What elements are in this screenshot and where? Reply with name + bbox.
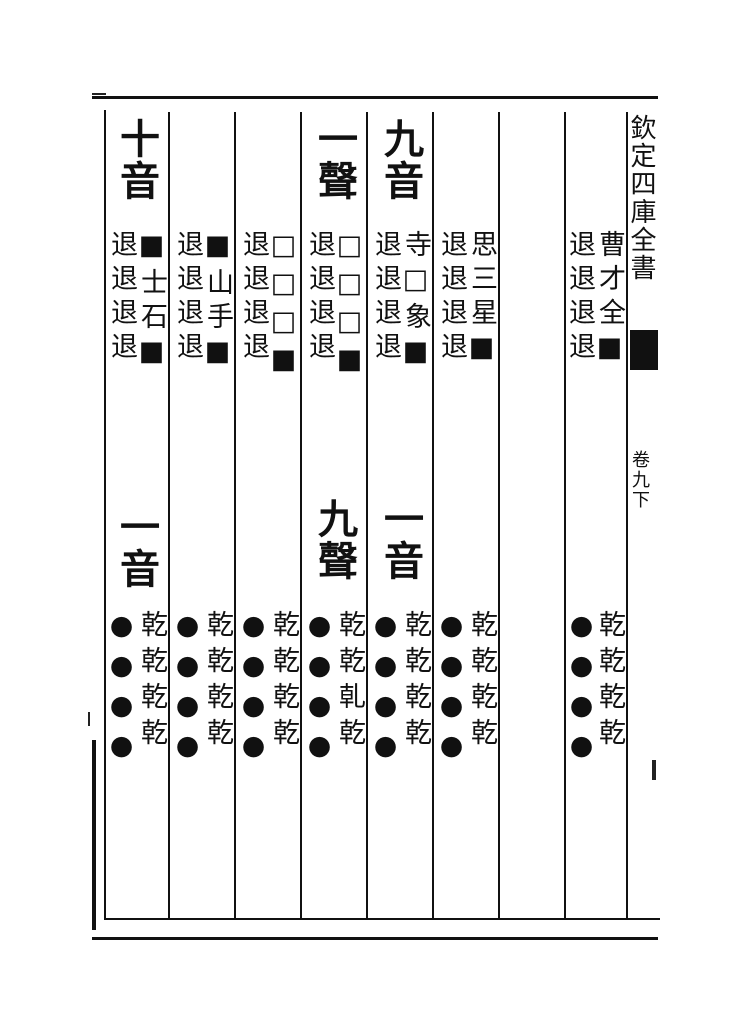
scan-mark (88, 712, 90, 726)
column-heading: 九音 (377, 118, 424, 202)
column-marks: ●●●● (106, 610, 137, 770)
column-marks: ●●●● (566, 610, 597, 770)
margin-volume: 卷九下 (629, 450, 650, 510)
scan-mark (652, 760, 656, 780)
column-subheading: 一音 (377, 498, 424, 582)
column-chars: 乾乾乹乾 (334, 610, 365, 754)
text-column-empty (502, 118, 564, 918)
text-column: 退退退退 □□□■ ●●●● 乾乾乾乾 (238, 118, 300, 918)
column-marks: ●●●● (370, 610, 401, 770)
margin-title: 欽定四庫全書 (626, 114, 656, 282)
column-chars: 乾乾乾乾 (466, 610, 497, 754)
column-rule (234, 112, 236, 918)
fishtail-mark (630, 330, 658, 370)
column-entries-a: 曹才全■ (594, 230, 625, 370)
column-rule (626, 112, 628, 918)
column-rule (564, 112, 566, 918)
column-chars: 乾乾乾乾 (202, 610, 233, 754)
column-entries-b: 退退退退 (304, 230, 335, 366)
column-marks: ●●●● (238, 610, 269, 770)
column-entries-b: 退退退退 (370, 230, 401, 366)
column-marks: ●●●● (172, 610, 203, 770)
column-rule (168, 112, 170, 918)
column-heading: 一聲 (311, 118, 358, 202)
column-entries-b: 退退退退 (106, 230, 137, 366)
text-column: 一聲 退退退退 □□□■ 九聲 ●●●● 乾乾乹乾 (304, 118, 366, 918)
page-frame (92, 96, 658, 940)
text-column: 退退退退 思三星■ ●●●● 乾乾乾乾 (436, 118, 498, 918)
column-subheading: 一音 (113, 506, 160, 590)
column-heading: 十音 (113, 118, 160, 202)
column-subheading: 九聲 (311, 498, 358, 582)
outer-border-mark (92, 740, 96, 930)
column-entries-a: 思三星■ (466, 230, 497, 370)
column-chars: 乾乾乾乾 (594, 610, 625, 754)
column-chars: 乾乾乾乾 (268, 610, 299, 754)
column-entries-a: □□□■ (334, 230, 365, 382)
column-rule (498, 112, 500, 918)
column-entries-a: ■士石■ (136, 230, 167, 374)
column-entries-b: 退退退退 (172, 230, 203, 366)
text-column: 退退退退 ■山手■ ●●●● 乾乾乾乾 (172, 118, 234, 918)
text-column: 九音 退退退退 寺□象■ 一音 ●●●● 乾乾乾乾 (370, 118, 432, 918)
column-entries-a: □□□■ (268, 230, 299, 382)
margin-strip: 欽定四庫全書 卷九下 (626, 112, 658, 918)
column-entries-b: 退退退退 (238, 230, 269, 366)
column-entries-a: ■山手■ (202, 230, 233, 374)
scan-mark (92, 93, 106, 95)
column-rule (300, 112, 302, 918)
column-marks: ●●●● (436, 610, 467, 770)
column-chars: 乾乾乾乾 (400, 610, 431, 754)
column-entries-a: 寺□象■ (400, 230, 431, 374)
column-entries-b: 退退退退 (564, 230, 595, 366)
column-rule (366, 112, 368, 918)
text-column: 十音 退退退退 ■士石■ 一音 ●●●● 乾乾乾乾 (106, 118, 168, 918)
page-inner-frame (104, 110, 660, 920)
column-chars: 乾乾乾乾 (136, 610, 167, 754)
column-marks: ●●●● (304, 610, 335, 770)
column-rule (432, 112, 434, 918)
text-column: 退退退退 曹才全■ ●●●● 乾乾乾乾 (564, 118, 628, 918)
column-entries-b: 退退退退 (436, 230, 467, 366)
